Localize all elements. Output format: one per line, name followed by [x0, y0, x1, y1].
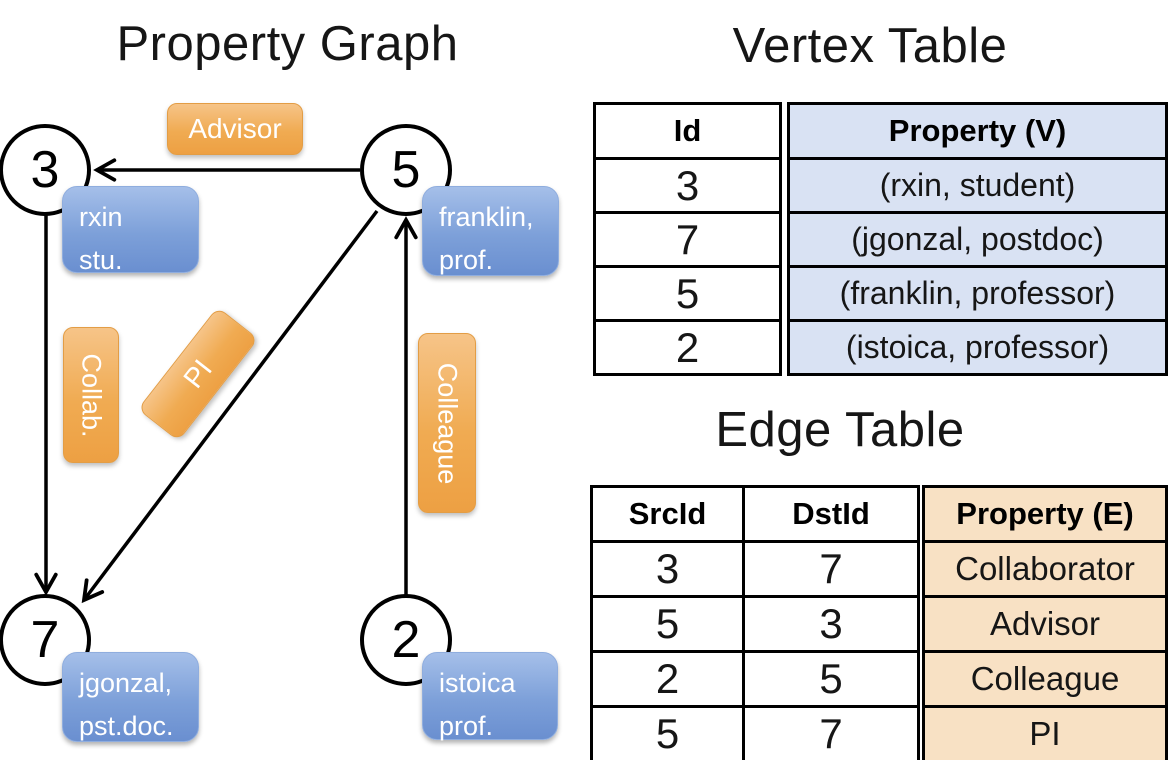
edge-table-cell-property: PI: [922, 705, 1168, 760]
node-2-property-line2: prof.: [439, 711, 494, 741]
node-3-property-box: rxin stu.: [62, 186, 199, 275]
edge-label-pi-text: PI: [177, 353, 218, 394]
node-5-property-line1: franklin,: [439, 202, 534, 232]
node-3-property-line2: stu.: [79, 245, 123, 275]
edge-table-title: Edge Table: [715, 403, 965, 457]
node-3-id: 3: [30, 141, 60, 199]
edge-table-cell-dst: 5: [742, 650, 920, 708]
edge-table-cell-src: 5: [590, 705, 745, 760]
edge-pi-5-to-7: [81, 209, 379, 604]
node-2-property-box: istoica prof.: [422, 652, 558, 741]
property-graph-title: Property Graph: [116, 17, 459, 71]
edge-label-colleague: Colleague: [418, 333, 476, 513]
edge-table-cell-src: 2: [590, 650, 745, 708]
vertex-table-cell-property: (istoica, professor): [787, 319, 1168, 376]
node-5-property-line2: prof.: [439, 245, 494, 275]
edge-table-cell-property: Advisor: [922, 595, 1168, 653]
edge-table-cell-dst: 3: [742, 595, 920, 653]
node-7-property-box: jgonzal, pst.doc.: [62, 652, 199, 742]
edge-table-cell-src: 3: [590, 540, 745, 598]
edge-label-advisor-text: Advisor: [188, 113, 282, 144]
vertex-table-header-id: Id: [593, 102, 782, 160]
vertex-table-property-column: Property (V) (rxin, student) (jgonzal, p…: [787, 102, 1168, 376]
edge-table-cell-dst: 7: [742, 705, 920, 760]
edge-table-cell-property: Colleague: [922, 650, 1168, 708]
node-7-property-line2: pst.doc.: [79, 711, 174, 741]
edge-table-id-columns: SrcId DstId 3 7 5 3 2 5 5 7: [590, 485, 920, 760]
node-5-property-box: franklin, prof.: [422, 186, 559, 276]
vertex-table-id-column: Id 3 7 5 2: [593, 102, 782, 376]
vertex-table-header-property: Property (V): [787, 102, 1168, 160]
vertex-table-cell-property: (rxin, student): [787, 157, 1168, 214]
edge-table-header-property: Property (E): [922, 485, 1168, 543]
edge-table-cell-property: Collaborator: [922, 540, 1168, 598]
vertex-table-cell-id: 5: [593, 265, 782, 322]
edge-table-property-column: Property (E) Collaborator Advisor Collea…: [922, 485, 1168, 760]
edge-table-cell-dst: 7: [742, 540, 920, 598]
vertex-table-cell-id: 2: [593, 319, 782, 376]
edge-label-colleague-text: Colleague: [432, 362, 463, 484]
node-3-property-line1: rxin: [79, 202, 123, 232]
node-2-id: 2: [391, 611, 421, 669]
edge-label-collab-text: Collab.: [76, 352, 107, 438]
vertex-table-cell-id: 7: [593, 211, 782, 268]
node-7-property-line1: jgonzal,: [79, 668, 173, 698]
edge-table-header-dstid: DstId: [742, 485, 920, 543]
vertex-table-title: Vertex Table: [732, 19, 1008, 73]
node-2-property-line1: istoica: [439, 668, 516, 698]
node-5-id: 5: [391, 141, 421, 199]
node-7-id: 7: [30, 611, 60, 669]
vertex-table-cell-property: (franklin, professor): [787, 265, 1168, 322]
edge-label-advisor: Advisor: [167, 103, 303, 155]
edge-label-collab: Collab.: [63, 327, 119, 463]
vertex-table-cell-id: 3: [593, 157, 782, 214]
vertex-table-cell-property: (jgonzal, postdoc): [787, 211, 1168, 268]
edge-table-cell-src: 5: [590, 595, 745, 653]
edge-table-header-srcid: SrcId: [590, 485, 745, 543]
